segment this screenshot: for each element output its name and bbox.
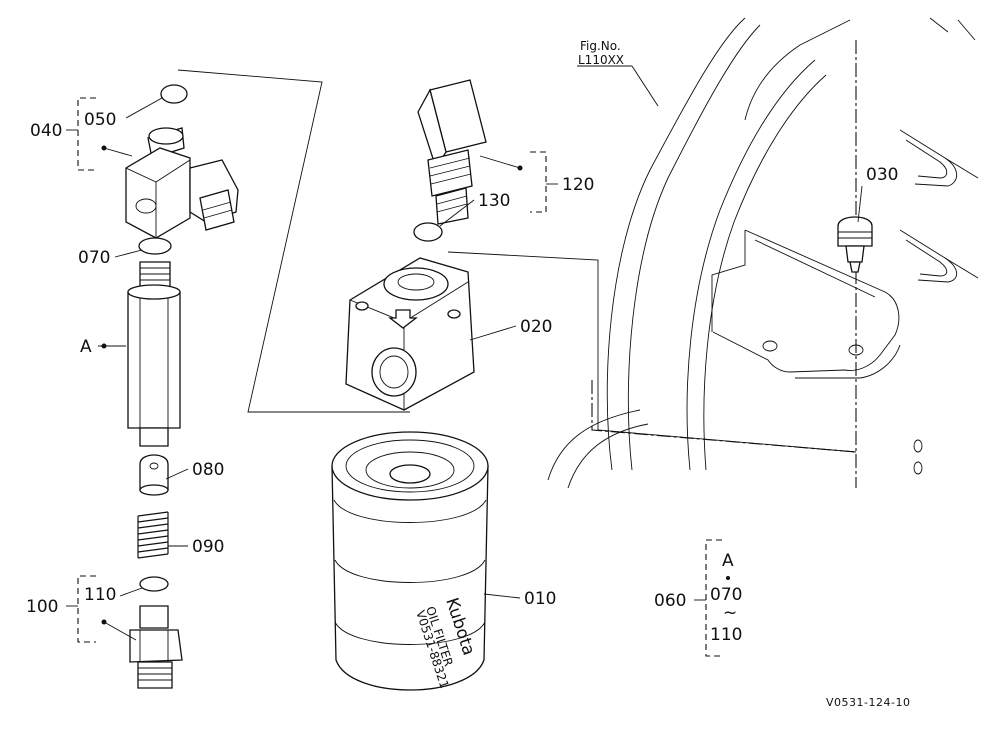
callout-labels: 040 050 070 A 080 090 100 110 120 130 02… bbox=[26, 110, 898, 617]
part-020-filter-head[interactable] bbox=[345, 257, 475, 411]
fig-no-value: L110XX bbox=[578, 53, 624, 67]
callout-050: 050 bbox=[84, 110, 116, 130]
callout-120: 120 bbox=[562, 175, 594, 195]
callout-070: 070 bbox=[78, 248, 110, 268]
part-010-oil-filter[interactable] bbox=[331, 431, 489, 691]
part-030-plug[interactable] bbox=[837, 216, 873, 273]
part-090-spring[interactable] bbox=[137, 511, 169, 559]
callout-080: 080 bbox=[192, 460, 224, 480]
kit-line-070: 070 bbox=[710, 585, 742, 605]
part-a-valve-body[interactable] bbox=[127, 261, 181, 447]
callout-110: 110 bbox=[84, 585, 116, 605]
callout-130: 130 bbox=[478, 191, 510, 211]
callout-090: 090 bbox=[192, 537, 224, 557]
callout-020: 020 bbox=[520, 317, 552, 337]
part-040-elbow-fitting[interactable] bbox=[125, 127, 239, 239]
part-080-poppet[interactable] bbox=[139, 454, 169, 496]
part-120-pressure-switch[interactable] bbox=[417, 79, 487, 225]
connection-lines bbox=[177, 69, 857, 453]
callout-a: A bbox=[80, 337, 92, 357]
part-070-o-ring[interactable] bbox=[138, 237, 172, 255]
callout-leaders bbox=[98, 65, 863, 641]
part-110-o-ring[interactable] bbox=[139, 576, 169, 592]
callout-060: 060 bbox=[654, 591, 686, 611]
callout-010: 010 bbox=[524, 589, 556, 609]
callout-040: 040 bbox=[30, 121, 62, 141]
kit-line-a: A bbox=[722, 551, 734, 571]
part-050-o-ring[interactable] bbox=[160, 84, 188, 104]
group-brackets bbox=[66, 65, 722, 657]
machine-frame bbox=[547, 17, 979, 489]
callout-030: 030 bbox=[866, 165, 898, 185]
kit-line-tilde: ~ bbox=[723, 603, 737, 623]
part-130-o-ring[interactable] bbox=[413, 222, 443, 242]
fig-no-label: Fig.No. bbox=[580, 39, 621, 53]
reference-code: V0531-124-10 bbox=[826, 696, 910, 709]
part-100-plug[interactable] bbox=[129, 605, 183, 689]
kit-line-110: 110 bbox=[710, 625, 742, 645]
callout-100: 100 bbox=[26, 597, 58, 617]
kit-060-contents: A 070 ~ 110 bbox=[710, 551, 742, 645]
